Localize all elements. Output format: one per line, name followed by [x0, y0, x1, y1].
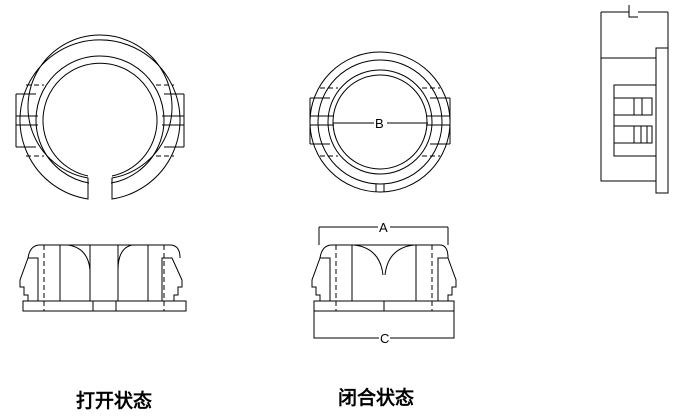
dimension-c-line	[313, 311, 455, 339]
open-ring-top-view	[15, 34, 185, 200]
right-side-view	[600, 5, 669, 194]
dimension-c-label: C	[380, 331, 389, 346]
open-side-view	[19, 244, 187, 312]
closed-ring-top-view: B	[309, 51, 451, 193]
dimension-a-label: A	[379, 220, 388, 235]
dimension-a-line	[318, 226, 449, 245]
dimension-b-label: B	[375, 116, 384, 131]
closed-side-view: A C	[311, 220, 457, 346]
closed-state-label: 闭合状态	[338, 387, 415, 409]
open-state-label: 打开状态	[76, 390, 153, 412]
